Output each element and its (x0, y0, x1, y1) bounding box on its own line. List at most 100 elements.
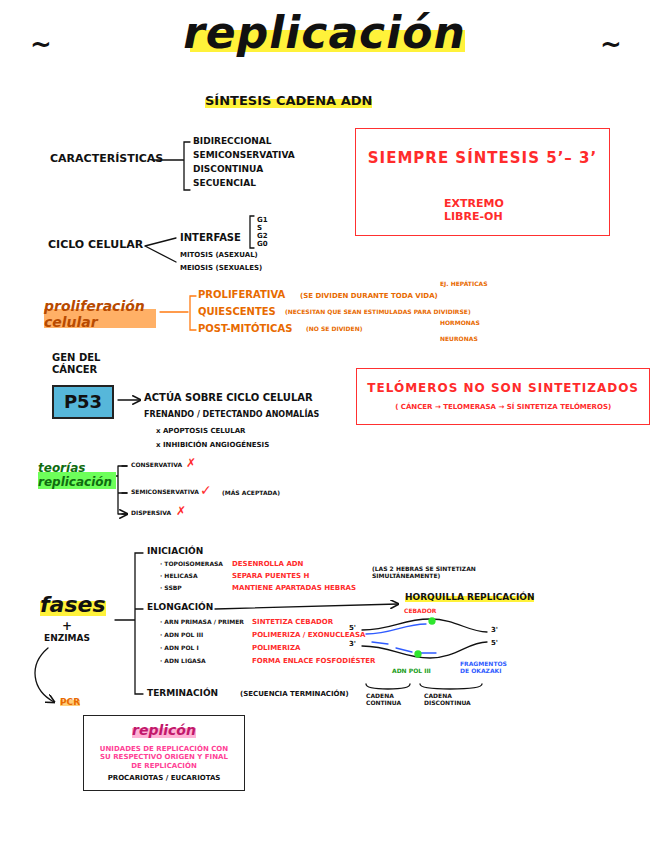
box-text: UNIDADES DE REPLICACIÓN CON SU RESPECTIV… (94, 745, 234, 770)
note-text: QUIESCENTES (198, 306, 276, 318)
note-text: SINTETIZA CEBADOR (252, 618, 333, 626)
note-text: FORMA ENLACE FOSFODIÉSTER (252, 657, 376, 665)
note-text: 3' (491, 626, 498, 634)
discontinuous-brace (420, 684, 482, 689)
note-text: POST-MITÓTICAS (198, 323, 292, 335)
note-text: · SSBP (160, 585, 182, 592)
page-title: replicación (0, 8, 652, 59)
gene-box: P53 (52, 385, 114, 419)
box-text: ( CÁNCER → TELOMERASA → SÍ SINTETIZA TEL… (395, 403, 611, 411)
note-text: POLIMERIZA (252, 644, 300, 652)
note-text: PROLIFERATIVA (198, 289, 285, 301)
heading: CICLO CELULAR (48, 239, 143, 252)
note-text: BIDIRECCIONAL (193, 136, 272, 146)
note-text: INICIACIÓN (147, 546, 203, 556)
note-text: CONSERVATIVA (131, 462, 182, 469)
note-text: FRENANDO / DETECTANDO ANOMALÍAS (144, 410, 319, 419)
note-text: 5' (491, 639, 498, 647)
note-text: 3' (349, 640, 356, 648)
note-text: TERMINACIÓN (147, 688, 218, 698)
note-text: SECUENCIAL (193, 178, 256, 188)
fork-top-strand (362, 619, 487, 632)
note-text: DISPERSIVA (131, 510, 171, 517)
box-heading: TELÓMEROS NO SON SINTETIZADOS (367, 381, 639, 395)
note-text: SEMICONSERVATIVA (193, 150, 295, 160)
note-text: · ADN LIGASA (160, 658, 206, 665)
note-text: (MÁS ACEPTADA) (222, 490, 280, 497)
tilde: ~ (30, 30, 52, 60)
note-text: 5' (349, 624, 356, 632)
pcr-arrow (35, 648, 54, 702)
cross-mark: ✗ (176, 505, 186, 519)
note-text: · TOPOISOMERASA (160, 561, 223, 568)
note-text: CADENA CONTINUA (366, 693, 408, 707)
note-text: HORMONAS (440, 320, 480, 327)
lagging-fragments (372, 642, 436, 653)
tilde: ~ (600, 30, 622, 60)
note-box: TELÓMEROS NO SON SINTETIZADOS ( CÁNCER → … (356, 368, 650, 425)
phase-bracket (250, 216, 254, 248)
note-text: ENZIMAS (44, 633, 90, 643)
heading: fases (40, 592, 106, 617)
note-box: SIEMPRE SÍNTESIS 5’– 3’ EXTREMO LIBRE-OH (355, 128, 610, 236)
polymerase-dot (415, 651, 421, 657)
note-text: FRAGMENTOS DE OKAZAKI (460, 661, 508, 675)
note-text: DISCONTINUA (193, 164, 263, 174)
note-text: (SE DIVIDEN DURANTE TODA VIDA) (300, 292, 438, 300)
note-text: · ADN POL III (160, 632, 203, 639)
note-text: ADN POL III (392, 668, 431, 675)
definition-box: replicónUNIDADES DE REPLICACIÓN CON SU R… (83, 715, 245, 791)
heading: GEN DEL CÁNCER (52, 352, 122, 375)
note-text: DESENROLLA ADN (232, 560, 303, 568)
note-text: CEBADOR (404, 608, 436, 615)
check-mark: ✓ (200, 482, 212, 498)
note-text: + (62, 620, 72, 634)
box-text: PROCARIOTAS / EUCARIOTAS (108, 774, 221, 782)
box-heading: replicón (132, 722, 196, 739)
note-text: · ADN POL I (160, 645, 199, 652)
box-heading: SIEMPRE SÍNTESIS 5’– 3’ (368, 149, 597, 167)
phases-bracket (115, 553, 143, 694)
heading: CARACTERÍSTICAS (50, 153, 163, 166)
leading-strand (366, 624, 426, 634)
heading: HORQUILLA REPLICACIÓN (405, 592, 534, 602)
note-text: (NECESITAN QUE SEAN ESTIMULADAS PARA DIV… (285, 309, 471, 316)
p53-arrow (118, 399, 140, 400)
note-text: (SECUENCIA TERMINACIÓN) (240, 690, 349, 698)
note-text: POLIMERIZA / EXONUCLEASA (252, 631, 366, 639)
note-text: ACTÚA SOBRE CICLO CELULAR (144, 392, 313, 404)
cross-mark: ✗ (186, 457, 196, 471)
note-text: PCR (60, 697, 80, 707)
fork-bottom-strand (362, 642, 487, 658)
box-text: EXTREMO LIBRE-OH (444, 197, 516, 223)
proliferation-bracket (160, 296, 196, 330)
note-text: · ARN PRIMASA / PRIMER (160, 619, 244, 626)
note-text: EJ. HEPÁTICAS (440, 281, 488, 288)
heading: proliferación celular (44, 298, 156, 330)
note-text: x INHIBICIÓN ANGIOGÉNESIS (156, 441, 269, 449)
note-text: NEURONAS (440, 336, 478, 343)
box-heading: P53 (64, 391, 102, 413)
continuous-brace (366, 684, 410, 689)
note-text: SEPARA PUENTES H (232, 572, 309, 580)
note-text: CADENA DISCONTINUA (424, 693, 482, 707)
cycle-branch (145, 238, 176, 262)
theories-arrow (122, 466, 127, 514)
heading: teorías replicación (38, 462, 116, 490)
note-text: (LAS 2 HEBRAS SE SINTETIZAN SIMULTÁNEAME… (372, 566, 492, 580)
phase-column: G1 S G2 G0 (257, 216, 269, 248)
note-text: · HELICASA (160, 573, 198, 580)
note-text: x APOPTOSIS CELULAR (156, 427, 246, 435)
note-text: MITOSIS (ASEXUAL) (180, 251, 258, 259)
characteristics-bracket (152, 142, 190, 190)
subtitle: SÍNTESIS CADENA ADN (205, 94, 372, 109)
note-text: INTERFASE (180, 232, 241, 244)
note-text: (NO SE DIVIDEN) (306, 326, 362, 333)
note-text: MANTIENE APARTADAS HEBRAS (232, 584, 356, 592)
note-text: SEMICONSERVATIVA (131, 489, 199, 496)
fork-arrow (215, 604, 398, 609)
note-text: ELONGACIÓN (147, 602, 213, 612)
polymerase-dot (429, 618, 435, 624)
note-text: MEIOSIS (SEXUALES) (180, 264, 262, 272)
